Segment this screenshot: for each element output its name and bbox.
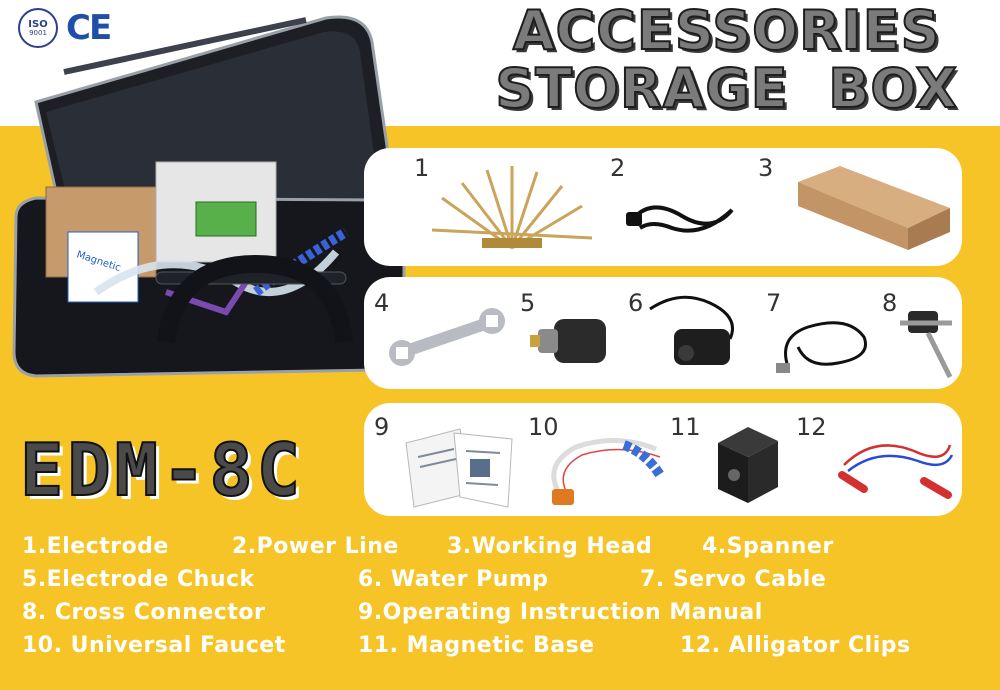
iso-label: ISO [28,18,48,30]
item-number-2: 2 [610,154,626,182]
item-number-3: 3 [758,154,774,182]
manual-icon [405,428,513,508]
spanner-icon [389,308,505,366]
legend-row: 1.Electrode 2.Power Line 3.Working Head … [22,534,982,567]
alligator-clips-icon [838,444,954,499]
legend-item: 3.Working Head [447,534,653,559]
cable-icon [776,321,867,373]
legend-item: 1.Electrode [22,534,169,559]
iso-certification-badge: ISO 9001 [18,8,58,48]
item-number-7: 7 [766,289,782,317]
legend-item: 7. Servo Cable [640,567,827,592]
title-line-2: STORAGE BOX [494,57,958,120]
item-number-9: 9 [374,413,390,441]
accessories-panel-row-1: 1 2 3 [364,148,962,266]
item-number-1: 1 [414,154,430,182]
legend-row: 8. Cross Connector 9.Operating Instructi… [22,600,982,633]
title-line-1: ACCESSORIES [512,0,941,62]
cross-connector-icon [900,311,953,379]
iso-number: 9001 [29,28,47,37]
accessory-legend: 1.Electrode 2.Power Line 3.Working Head … [22,534,982,666]
water-pump-icon [649,295,734,365]
storage-bag-image: Magnetic [12,15,406,378]
electrode-rods-icon [431,166,593,250]
faucet-hose-icon [551,438,665,505]
model-name: EDM-8C [19,427,305,513]
item-number-10: 10 [528,413,559,441]
legend-row: 5.Electrode Chuck 6. Water Pump 7. Servo… [22,567,982,600]
legend-item: 6. Water Pump [358,567,549,592]
item-number-5: 5 [520,289,536,317]
legend-item: 4.Spanner [702,534,834,559]
power-cord-icon [626,205,734,233]
page-title: ACCESSORIES STORAGE BOX [494,0,958,120]
item-number-12: 12 [796,413,827,441]
legend-item: 8. Cross Connector [22,600,266,625]
legend-item: 12. Alligator Clips [680,633,911,658]
accessories-panel-row-2: 4 5 6 7 8 [364,277,962,389]
legend-item: 2.Power Line [232,534,399,559]
accessories-panel-row-3: 9 10 11 12 [364,403,962,516]
drill-chuck-icon [530,319,606,363]
legend-item: 10. Universal Faucet [22,633,286,658]
item-number-6: 6 [628,289,644,317]
item-number-8: 8 [882,289,898,317]
item-number-4: 4 [374,289,390,317]
magnetic-base-icon [718,427,778,503]
cardboard-box-icon [798,166,950,250]
ce-mark: CE [66,8,112,48]
legend-row: 10. Universal Faucet 11. Magnetic Base 1… [22,633,982,666]
item-number-11: 11 [670,413,701,441]
legend-item: 5.Electrode Chuck [22,567,255,592]
legend-item: 11. Magnetic Base [358,633,595,658]
legend-item: 9.Operating Instruction Manual [358,600,763,625]
